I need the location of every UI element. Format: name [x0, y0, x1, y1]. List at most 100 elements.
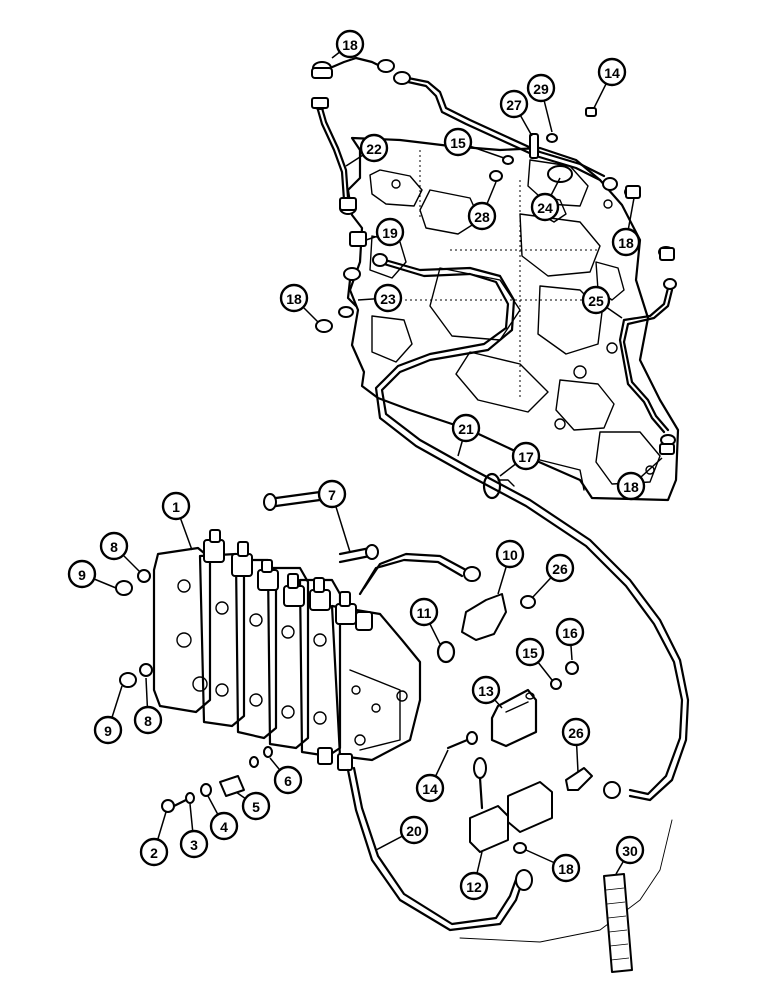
- callout-number: 16: [562, 625, 578, 641]
- callout-circle: [279, 283, 309, 313]
- clamp-17: [482, 472, 502, 500]
- callout-28: 28: [467, 181, 497, 231]
- callout-17: 17: [499, 441, 541, 477]
- callout-15: 15: [443, 127, 505, 159]
- callout-circle: [139, 837, 169, 867]
- callout-19: 19: [365, 217, 405, 247]
- callout-number: 22: [366, 141, 382, 157]
- callout-number: 14: [422, 781, 438, 797]
- callout-number: 7: [328, 487, 336, 503]
- callout-circle: [515, 637, 545, 667]
- callout-number: 11: [417, 605, 432, 621]
- callout-number: 2: [150, 845, 158, 861]
- sleeve-30: [603, 873, 633, 973]
- callout-21: 21: [451, 413, 481, 457]
- callout-number: 24: [537, 200, 553, 216]
- callout-number: 10: [502, 547, 518, 563]
- callout-circle: [409, 597, 439, 627]
- callout-3: 3: [179, 803, 209, 859]
- callout-circle: [179, 829, 209, 859]
- callout-number: 26: [568, 725, 584, 741]
- callout-16: 16: [555, 617, 585, 661]
- elbow-fitting-19: [349, 231, 367, 247]
- callout-number: 14: [604, 65, 620, 81]
- callout-circle: [615, 835, 645, 865]
- callout-circle: [93, 715, 123, 745]
- pipe-assembly-upper: [311, 56, 690, 802]
- callout-circle: [273, 765, 303, 795]
- callout-circle: [317, 479, 347, 509]
- clip-27: [529, 133, 539, 159]
- callout-circle: [451, 413, 481, 443]
- callout-circle: [499, 89, 529, 119]
- bolt-14-top: [585, 107, 597, 117]
- callout-number: 8: [110, 539, 118, 555]
- cap-5: [219, 775, 245, 797]
- callout-circle: [561, 717, 591, 747]
- callout-number: 18: [342, 37, 358, 53]
- callout-circle: [133, 705, 163, 735]
- callout-number: 18: [623, 479, 639, 495]
- callout-18: 18: [616, 457, 663, 501]
- callout-number: 4: [220, 819, 228, 835]
- oring-11: [436, 640, 456, 664]
- callout-circle: [526, 73, 556, 103]
- callout-9: 9: [67, 559, 117, 589]
- callout-14: 14: [415, 749, 449, 803]
- callout-number: 26: [552, 561, 568, 577]
- fitting-18-lower: [513, 842, 527, 854]
- callout-circle: [67, 559, 97, 589]
- callout-13: 13: [471, 675, 503, 709]
- callout-26: 26: [531, 553, 575, 599]
- callout-circle: [581, 285, 611, 315]
- bolt-14-lower: [466, 731, 478, 745]
- callout-number: 21: [458, 421, 474, 437]
- callout-4: 4: [207, 795, 239, 841]
- callout-27: 27: [499, 89, 533, 137]
- callout-circle: [373, 283, 403, 313]
- callout-number: 23: [380, 291, 396, 307]
- callout-circle: [399, 815, 429, 845]
- callout-number: 6: [284, 773, 292, 789]
- callout-circle: [471, 675, 501, 705]
- callout-24: 24: [530, 177, 561, 222]
- callout-number: 18: [286, 291, 302, 307]
- callout-26: 26: [561, 717, 591, 773]
- callout-circle: [375, 217, 405, 247]
- washer-3: [185, 792, 195, 804]
- callout-circle: [555, 617, 585, 647]
- callout-circle: [545, 553, 575, 583]
- washer-15: [550, 678, 562, 690]
- oring-6a: [249, 756, 259, 768]
- plug-26-top: [520, 595, 536, 609]
- spacer-9-top: [115, 580, 133, 596]
- callout-9: 9: [93, 685, 123, 745]
- callout-circle: [99, 531, 129, 561]
- callout-circle: [459, 871, 489, 901]
- callout-number: 28: [474, 209, 490, 225]
- callout-circle: [209, 811, 239, 841]
- callout-8: 8: [99, 531, 141, 573]
- callout-5: 5: [235, 791, 271, 821]
- callout-number: 29: [533, 81, 549, 97]
- seal-4: [200, 783, 212, 797]
- callout-18: 18: [279, 283, 319, 323]
- callout-15: 15: [515, 637, 553, 681]
- callout-circle: [530, 192, 560, 222]
- callout-18: 18: [525, 849, 581, 883]
- callout-number: 15: [450, 135, 466, 151]
- callout-number: 19: [382, 225, 398, 241]
- callout-7: 7: [317, 479, 351, 553]
- callout-number: 18: [618, 235, 634, 251]
- callout-23: 23: [357, 283, 403, 313]
- callout-circle: [415, 773, 445, 803]
- callout-number: 17: [518, 449, 534, 465]
- small-parts-left: [115, 569, 273, 813]
- washer-8-bottom: [139, 663, 153, 677]
- callout-circle: [161, 491, 191, 521]
- small-parts-right: [346, 552, 673, 973]
- washer-8-top: [137, 569, 151, 583]
- valve-12: [469, 805, 509, 853]
